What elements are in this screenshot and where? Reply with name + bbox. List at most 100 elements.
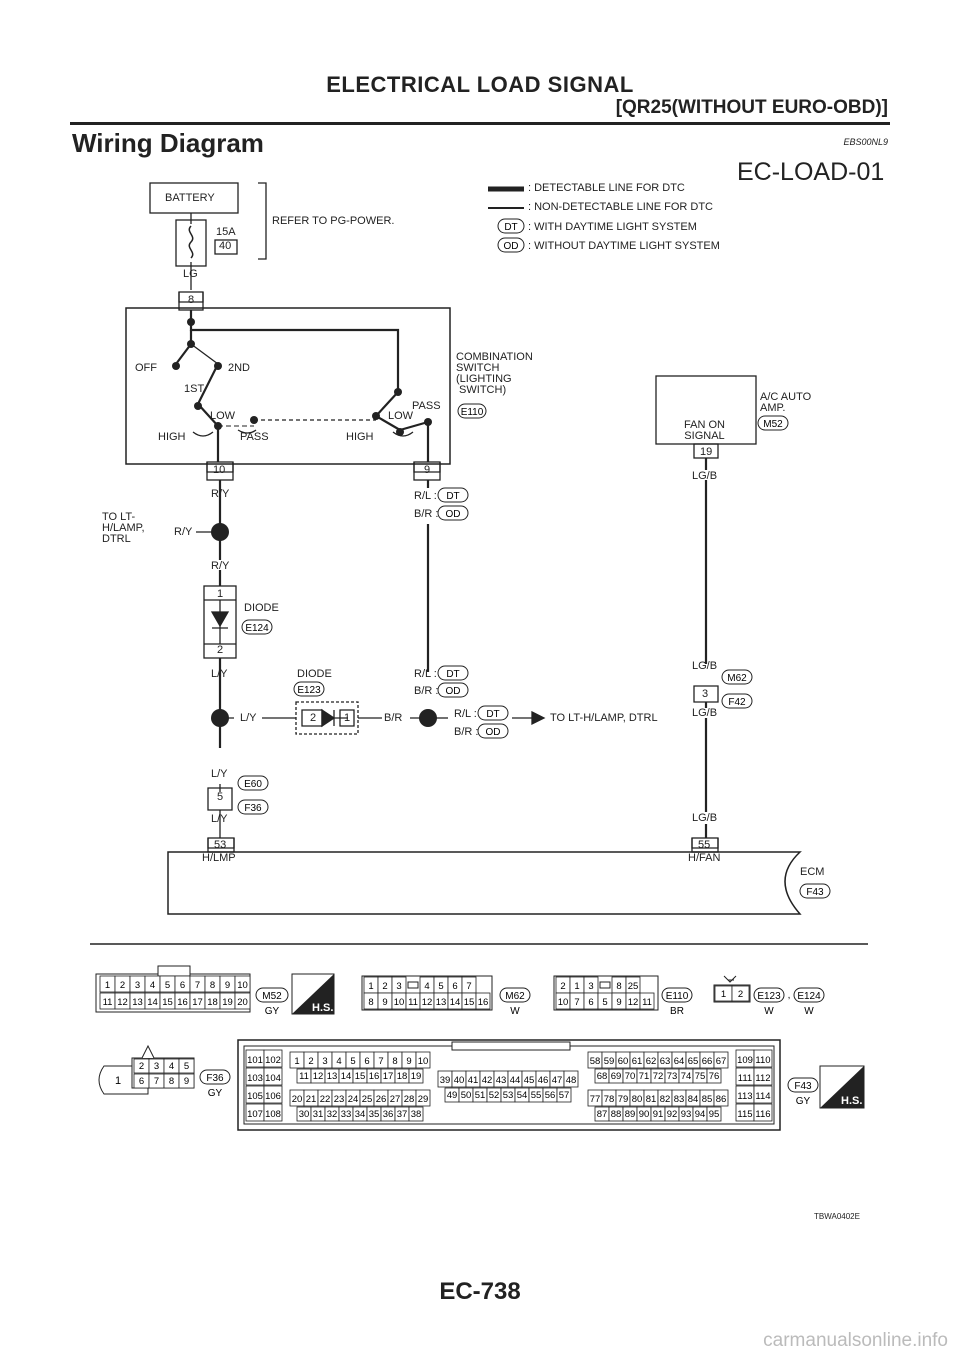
f36-row1-cell bbox=[178, 1058, 195, 1074]
refer-note: REFER TO PG-POWER. bbox=[272, 215, 395, 227]
f43-right-pin: 114 bbox=[755, 1091, 770, 1102]
f43-b2-pin: 32 bbox=[327, 1109, 338, 1120]
switch-high-left: HIGH bbox=[158, 431, 186, 443]
m62-row1-pin: 4 bbox=[424, 981, 429, 992]
m52-row2-pin: 20 bbox=[237, 997, 248, 1008]
f43-b1-pin: 28 bbox=[404, 1094, 415, 1105]
f43-a1-pin: 1 bbox=[294, 1056, 299, 1067]
f43-b1-pin: 20 bbox=[292, 1094, 303, 1105]
rl-dt-1: R/L : bbox=[414, 490, 437, 502]
header-rule bbox=[70, 122, 890, 125]
f43-a1-pin: 8 bbox=[392, 1056, 397, 1067]
section-code: EBS00NL9 bbox=[843, 137, 888, 147]
ac-amp-name: A/C AUTO AMP. bbox=[760, 391, 812, 414]
page-number: EC-738 bbox=[439, 1278, 521, 1305]
f43-e1-pin: 77 bbox=[590, 1094, 601, 1105]
switch-high-right: HIGH bbox=[346, 431, 374, 443]
f43-c1-pin: 43 bbox=[496, 1075, 507, 1086]
f43-b1-pin: 29 bbox=[418, 1094, 429, 1105]
m52-row1-pin: 3 bbox=[135, 980, 140, 991]
e123-cell bbox=[731, 985, 750, 1002]
f43-e1-pin: 83 bbox=[674, 1094, 685, 1105]
f43-c1-pin: 47 bbox=[552, 1075, 563, 1086]
f43-c1-pin: 39 bbox=[440, 1075, 451, 1086]
f43-right-pin: 113 bbox=[737, 1091, 752, 1102]
conn-comma: , bbox=[788, 990, 791, 1001]
wire-lg: LG bbox=[183, 268, 198, 280]
f43-a2-pin: 17 bbox=[383, 1071, 394, 1082]
m52-row1-pin: 5 bbox=[165, 980, 170, 991]
switch-pin-10: 10 bbox=[213, 464, 226, 476]
page-header-subtitle: [QR25(WITHOUT EURO-OBD)] bbox=[615, 97, 888, 118]
f43-a1-pin: 3 bbox=[322, 1056, 327, 1067]
m62-row2-pin: 11 bbox=[408, 997, 418, 1008]
m62-row2-pin: 15 bbox=[464, 997, 475, 1008]
diode2-pin2: 2 bbox=[310, 712, 317, 724]
switch-2nd: 2ND bbox=[228, 362, 251, 374]
f43-right-cell bbox=[753, 1067, 773, 1086]
ac-conn: M52 bbox=[763, 419, 783, 430]
switch-1st: 1ST bbox=[184, 383, 205, 395]
m62-row2-cell bbox=[475, 992, 491, 1010]
e123-color: W bbox=[764, 1006, 774, 1017]
fuse-number: 40 bbox=[219, 240, 232, 252]
f43-b2-pin: 30 bbox=[299, 1109, 310, 1120]
f43-left-pin: 104 bbox=[265, 1073, 281, 1084]
m52-row2-pin: 16 bbox=[177, 997, 188, 1008]
diode2-name: DIODE bbox=[297, 668, 332, 680]
m52-row2-cell bbox=[234, 992, 251, 1010]
f43-e2-cell bbox=[706, 1106, 722, 1122]
dt-tag-1: DT bbox=[446, 491, 459, 502]
f43-right-cell bbox=[753, 1085, 773, 1104]
f43-left-pin: 106 bbox=[265, 1091, 281, 1102]
f43-a2-pin: 19 bbox=[411, 1071, 422, 1082]
fuse-amp: 15A bbox=[216, 226, 236, 238]
f43-d2-pin: 69 bbox=[611, 1071, 622, 1082]
f43-d1-pin: 61 bbox=[632, 1056, 643, 1067]
f43-a1-pin: 4 bbox=[336, 1056, 341, 1067]
switch-low-left: LOW bbox=[210, 410, 236, 422]
f43-left-pin: 102 bbox=[265, 1055, 281, 1066]
pin-53: 53 bbox=[214, 839, 227, 851]
f43-a1-pin: 2 bbox=[308, 1056, 313, 1067]
wire-ry-2: R/Y bbox=[174, 526, 193, 538]
f43-a1-pin: 5 bbox=[350, 1056, 355, 1067]
f43-d2-pin: 73 bbox=[667, 1071, 678, 1082]
rl-dt-2: R/L : bbox=[414, 668, 437, 680]
f43-right-pin: 112 bbox=[755, 1073, 770, 1084]
f43-a2-pin: 15 bbox=[355, 1071, 366, 1082]
m52-row2-pin: 14 bbox=[147, 997, 158, 1008]
m62-row1-pin: 1 bbox=[368, 981, 373, 992]
switch-pass-left: PASS bbox=[240, 431, 269, 443]
dt-tag-3: DT bbox=[486, 709, 499, 720]
f43-d2-pin: 74 bbox=[681, 1071, 692, 1082]
f43-e2-pin: 91 bbox=[653, 1109, 664, 1120]
f43-c2-pin: 50 bbox=[461, 1090, 472, 1101]
f43-left-cell bbox=[263, 1085, 283, 1104]
e110-row2-pin: 7 bbox=[574, 997, 579, 1008]
f43-d2-pin: 72 bbox=[653, 1071, 664, 1082]
f43-c1-pin: 45 bbox=[524, 1075, 535, 1086]
f43-left-pin: 105 bbox=[247, 1091, 263, 1102]
f36-color: GY bbox=[208, 1088, 223, 1099]
diode1-pin2: 2 bbox=[217, 644, 224, 656]
f36-row2-pin: 8 bbox=[169, 1076, 174, 1087]
diagram-id: EC-LOAD-01 bbox=[737, 158, 885, 186]
f43-c1-pin: 48 bbox=[566, 1075, 577, 1086]
diode2-conn: E123 bbox=[297, 685, 321, 696]
e123-pin: 2 bbox=[738, 989, 743, 1000]
f43-b1-pin: 26 bbox=[376, 1094, 387, 1105]
f43-e1-pin: 86 bbox=[716, 1094, 727, 1105]
f43-a1-pin: 6 bbox=[364, 1056, 369, 1067]
e110-row1-pin: 3 bbox=[588, 981, 593, 992]
f43-c1-pin: 41 bbox=[468, 1075, 479, 1086]
e123-code: E123 bbox=[757, 991, 781, 1002]
f43-a2-pin: 16 bbox=[369, 1071, 380, 1082]
m62-row1-key bbox=[407, 981, 419, 989]
hs-badge-2: H.S. bbox=[841, 1095, 862, 1107]
e110-row1-pin: 25 bbox=[628, 981, 639, 992]
wire-lgb-1: LG/B bbox=[692, 470, 718, 482]
m52-row2-pin: 17 bbox=[192, 997, 203, 1008]
ecm-conn: F43 bbox=[806, 887, 824, 898]
